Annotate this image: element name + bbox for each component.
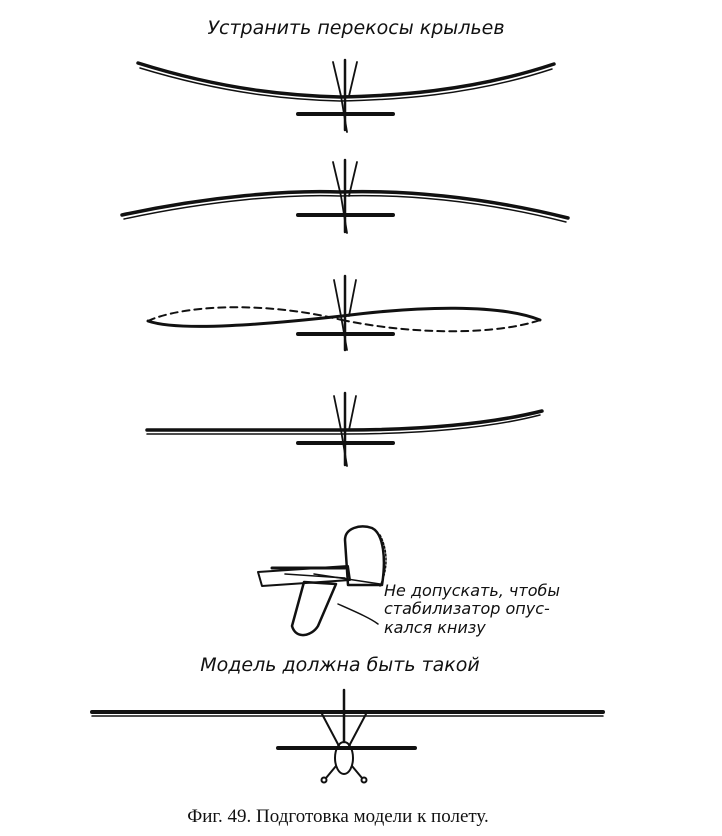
tail-detail-sketch: [257, 525, 387, 637]
glider-4-single-tip-warp: [145, 391, 544, 467]
correct-glider-front-view: [90, 688, 605, 784]
glider-1-upward-warp: [136, 58, 556, 133]
glider-2-downward-warp: [120, 158, 570, 234]
model-title: Модель должна быть такой: [200, 654, 480, 676]
figure-caption: Фиг. 49. Подготовка модели к полету.: [187, 806, 489, 827]
note-line-2: стабилизатор опус-: [384, 599, 550, 618]
note-line-1: Не допускать, чтобы: [384, 581, 560, 600]
glider-3-twisted-wing: [146, 274, 542, 352]
note-line-3: кался книзу: [384, 618, 486, 637]
top-title: Устранить перекосы крыльев: [207, 17, 504, 39]
